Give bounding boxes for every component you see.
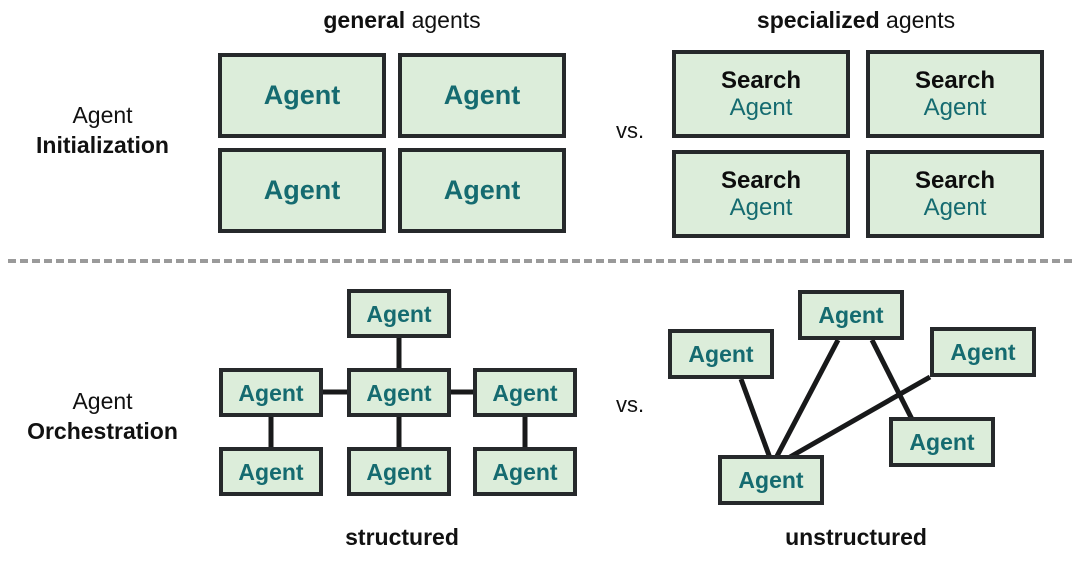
- agent-role-label: Search: [914, 166, 996, 194]
- agent-label: Agent: [238, 458, 304, 485]
- row-label-orchestration-line1: Agent: [72, 388, 133, 414]
- agent-label: Agent: [492, 458, 558, 485]
- section-divider: [8, 259, 1072, 263]
- agent-role-label: Search: [720, 66, 802, 94]
- general-agent-node[interactable]: Agent: [398, 148, 566, 233]
- agent-label: Agent: [950, 339, 1016, 365]
- caption-structured: structured: [345, 524, 459, 550]
- row-label-agent-initialization: Agent Initialization: [0, 100, 205, 160]
- structured-node-bottom-left[interactable]: Agent: [219, 447, 323, 496]
- agent-label: Agent: [366, 458, 432, 485]
- header-specialized-agents: specialized agents: [672, 6, 1040, 34]
- agent-label: Agent: [923, 193, 987, 221]
- vs-separator-bottom: vs.: [615, 392, 645, 417]
- unstructured-node-top[interactable]: Agent: [798, 290, 904, 340]
- agent-label: Agent: [366, 300, 432, 327]
- row-label-orchestration-line2: Orchestration: [27, 418, 178, 444]
- agent-label: Agent: [738, 467, 804, 493]
- agent-label: Agent: [366, 379, 432, 406]
- general-agent-node[interactable]: Agent: [398, 53, 566, 138]
- specialized-agent-node[interactable]: Search Agent: [672, 150, 850, 238]
- agent-label: Agent: [443, 80, 521, 110]
- specialized-agent-node[interactable]: Search Agent: [866, 150, 1044, 238]
- header-specialized-light: agents: [879, 7, 956, 33]
- caption-unstructured: unstructured: [785, 524, 927, 550]
- unstructured-node-bottom[interactable]: Agent: [718, 455, 824, 505]
- agent-label: Agent: [263, 175, 341, 205]
- row-label-initialization-line1: Agent: [72, 102, 133, 128]
- agent-label: Agent: [729, 193, 793, 221]
- edge-left-bottom: [738, 378, 773, 459]
- structured-node-bottom-right[interactable]: Agent: [473, 447, 577, 496]
- agent-label: Agent: [263, 80, 341, 110]
- unstructured-node-left[interactable]: Agent: [668, 329, 774, 379]
- unstructured-node-mid[interactable]: Agent: [889, 417, 995, 467]
- agent-label: Agent: [818, 302, 884, 328]
- specialized-agent-node[interactable]: Search Agent: [866, 50, 1044, 138]
- agent-label: Agent: [443, 175, 521, 205]
- agent-label: Agent: [923, 93, 987, 121]
- agent-role-label: Search: [720, 166, 802, 194]
- agent-label: Agent: [688, 341, 754, 367]
- general-agent-node[interactable]: Agent: [218, 53, 386, 138]
- header-general-agents: general agents: [218, 6, 586, 34]
- unstructured-node-right[interactable]: Agent: [930, 327, 1036, 377]
- row-label-agent-orchestration: Agent Orchestration: [0, 386, 205, 446]
- edge-top-bottom: [773, 338, 841, 460]
- agent-label: Agent: [909, 429, 975, 455]
- general-agent-node[interactable]: Agent: [218, 148, 386, 233]
- agent-label: Agent: [729, 93, 793, 121]
- header-general-light: agents: [405, 7, 481, 33]
- structured-node-mid-left[interactable]: Agent: [219, 368, 323, 417]
- structured-node-root[interactable]: Agent: [347, 289, 451, 338]
- agent-label: Agent: [238, 379, 304, 406]
- specialized-agent-node[interactable]: Search Agent: [672, 50, 850, 138]
- header-specialized-strong: specialized: [756, 7, 880, 33]
- header-general-strong: general: [323, 7, 406, 33]
- row-label-initialization-line2: Initialization: [36, 132, 169, 158]
- agent-label: Agent: [492, 379, 558, 406]
- agent-role-label: Search: [914, 66, 996, 94]
- vs-separator-top: vs.: [615, 118, 645, 143]
- structured-node-mid-right[interactable]: Agent: [473, 368, 577, 417]
- structured-node-bottom-center[interactable]: Agent: [347, 447, 451, 496]
- structured-node-mid-center[interactable]: Agent: [347, 368, 451, 417]
